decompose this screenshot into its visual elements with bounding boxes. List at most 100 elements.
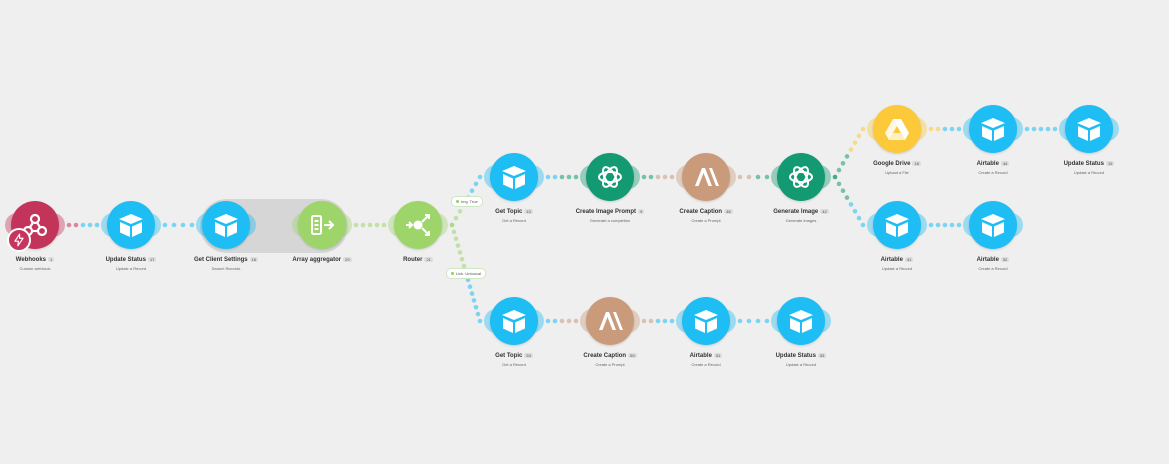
- connection-dot: [655, 318, 661, 324]
- connection-dot: [641, 174, 647, 180]
- connection-dot: [949, 222, 955, 228]
- connection-dot: [848, 202, 854, 207]
- connection-dot: [457, 250, 463, 255]
- module-circle[interactable]: [873, 105, 921, 153]
- connection-dot: [848, 147, 854, 152]
- module-circle[interactable]: [777, 297, 825, 345]
- module-subtitle: Create a Record: [691, 362, 721, 367]
- module-subtitle: Upload a File: [885, 170, 909, 175]
- module-circle[interactable]: [490, 297, 538, 345]
- connection-dot: [552, 318, 558, 324]
- connection-dot: [469, 291, 475, 296]
- connection-dot: [956, 126, 962, 132]
- aggregator-icon: [307, 210, 337, 240]
- connection-dot: [360, 222, 366, 228]
- connection-dot: [473, 181, 479, 187]
- connection-dot: [66, 222, 72, 228]
- module-subtitle: Update a Record: [1073, 170, 1105, 175]
- connection-dot: [942, 222, 948, 228]
- module-subtitle: Update a Record: [785, 362, 817, 367]
- module-title-text: Router: [403, 257, 423, 264]
- airtable-icon: [978, 114, 1008, 144]
- connection-dot: [461, 263, 467, 269]
- module-circle[interactable]: [107, 201, 155, 249]
- module-number-badge: 19: [1105, 161, 1115, 166]
- module-title-text: Airtable: [880, 257, 903, 264]
- filter-image-route[interactable]: Img True: [451, 196, 483, 207]
- filter-label-2: Untouval: [465, 271, 482, 276]
- module-number-badge: 29: [343, 257, 352, 262]
- connection-dot: [662, 318, 668, 324]
- module-circle[interactable]: [586, 297, 634, 345]
- connection-dot: [566, 174, 572, 180]
- module-number-badge: 21: [424, 257, 433, 262]
- connection-dot: [1045, 126, 1051, 132]
- connection-dot: [836, 181, 842, 187]
- module-subtitle: Create a Prompt: [595, 362, 625, 367]
- connection-dot: [477, 318, 483, 324]
- module-title-text: Create Image Prompt: [575, 209, 637, 216]
- openai-icon: [786, 162, 816, 192]
- module-circle[interactable]: [202, 201, 250, 249]
- connection-dot: [477, 174, 483, 180]
- connection-dot: [573, 174, 579, 180]
- connection-dot: [840, 161, 846, 166]
- connection-dot: [559, 174, 565, 180]
- airtable-icon: [786, 306, 816, 336]
- connection-dot: [832, 174, 838, 180]
- instant-trigger-badge[interactable]: [7, 228, 31, 252]
- module-number-badge: 43: [524, 209, 533, 214]
- module-circle[interactable]: [586, 153, 634, 201]
- connection-dot: [928, 222, 934, 228]
- filter-text-route[interactable]: Link Untouval: [446, 268, 487, 279]
- module-number-badge: 52: [1000, 257, 1010, 262]
- module-number-badge: 18: [912, 161, 921, 166]
- module-circle[interactable]: [682, 153, 730, 201]
- module-subtitle: Create a Record: [978, 170, 1008, 175]
- connection-dot: [755, 318, 761, 324]
- module-circle[interactable]: [682, 297, 730, 345]
- connection-dot: [852, 209, 858, 214]
- connection-dot: [856, 215, 862, 221]
- module-number-badge: 17: [147, 257, 157, 262]
- anthropic-icon: [691, 162, 721, 192]
- module-title-text: Airtable: [976, 257, 999, 264]
- module-circle[interactable]: [873, 201, 921, 249]
- module-subtitle: Generate a completion: [589, 218, 631, 223]
- openai-icon: [595, 162, 625, 192]
- connection-dot: [459, 257, 465, 262]
- module-circle[interactable]: [969, 201, 1017, 249]
- connection-dot: [471, 298, 477, 303]
- module-circle[interactable]: [490, 153, 538, 201]
- module-number-badge: 48: [724, 209, 733, 214]
- connection-dot: [566, 318, 572, 324]
- module-circle[interactable]: [298, 201, 346, 249]
- module-title-text: Update Status: [105, 257, 146, 264]
- module-number-badge: 41: [904, 257, 914, 262]
- module-circle[interactable]: [777, 153, 825, 201]
- connection-dot: [473, 305, 479, 310]
- module-number-badge: 42: [820, 209, 829, 214]
- module-circle[interactable]: [969, 105, 1017, 153]
- module-circle[interactable]: [394, 201, 442, 249]
- connection-dot: [552, 174, 558, 180]
- connection-dot: [844, 154, 850, 159]
- connection-dot: [381, 222, 387, 228]
- module-title-text: Array aggregator: [292, 257, 342, 264]
- connection-dot: [453, 215, 459, 221]
- module-circle[interactable]: [1065, 105, 1113, 153]
- connection-dot: [1031, 126, 1037, 132]
- connection-dot: [457, 209, 463, 214]
- module-number-badge: 51: [713, 353, 723, 358]
- connection-dot: [162, 222, 168, 228]
